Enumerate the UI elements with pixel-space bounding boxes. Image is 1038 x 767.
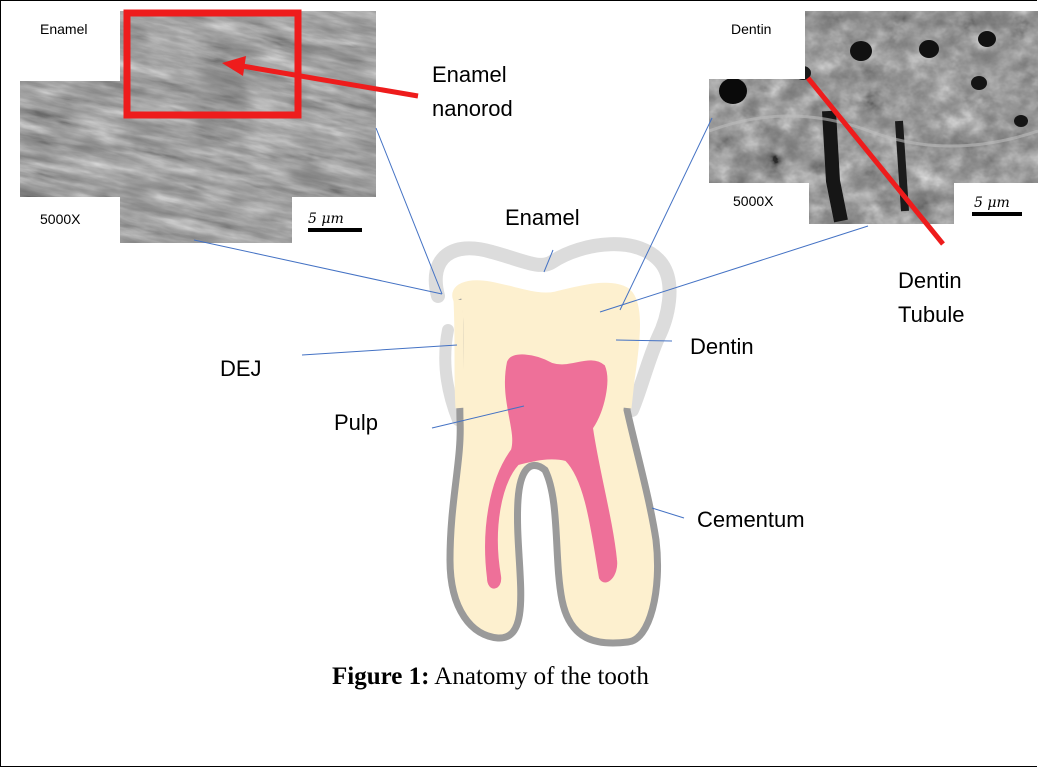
caption-text: Anatomy of the tooth [429, 663, 648, 690]
caption-prefix: Figure 1: [332, 663, 429, 690]
label-cementum: Cementum [697, 505, 805, 535]
leader-left-sem-top [376, 128, 442, 294]
leader-left-sem-bottom [194, 240, 442, 294]
cementum-layer [450, 285, 658, 643]
label-pulp: Pulp [334, 408, 378, 438]
label-dentin: Dentin [690, 332, 754, 362]
label-dej: DEJ [220, 354, 262, 384]
label-enamel-nanorod: Enamel nanorod [432, 58, 513, 126]
figure-caption: Figure 1: Anatomy of the tooth [332, 663, 649, 691]
enamel-nanorod-arrow [242, 66, 418, 96]
label-enamel: Enamel [505, 203, 580, 233]
label-dentin-tubule: Dentin Tubule [898, 264, 964, 332]
enamel-nanorod-highlight [127, 13, 298, 115]
leader-cementum [652, 508, 684, 518]
dentin-tubule-arrow [808, 78, 943, 244]
leader-dej [302, 345, 457, 355]
enamel-nanorod-arrowhead [222, 56, 246, 76]
